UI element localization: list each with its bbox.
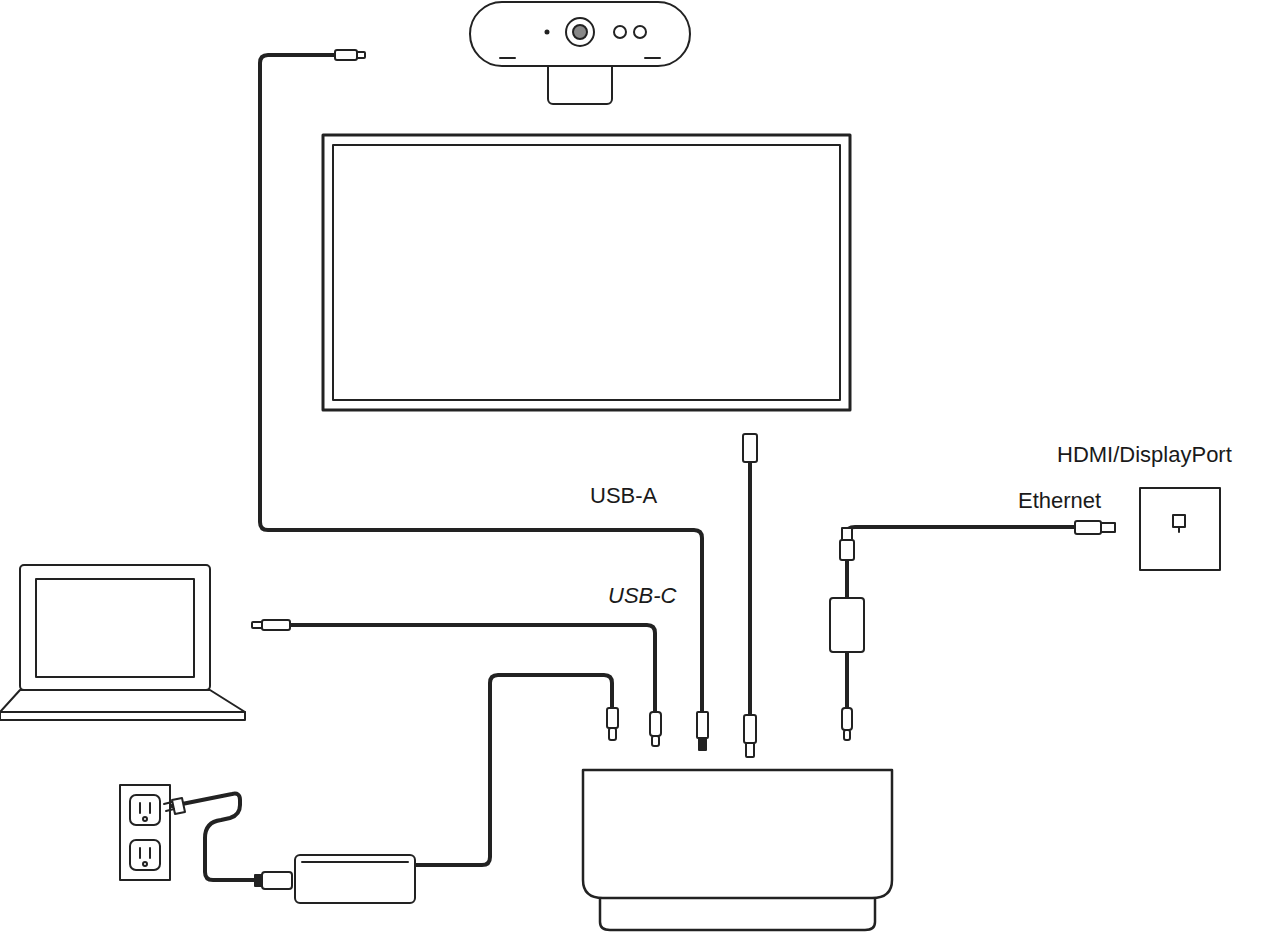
laptop (0, 565, 245, 720)
display-screen (323, 135, 850, 410)
port-label: HDMI/DisplayPort (1057, 443, 1232, 467)
power-outlet (120, 785, 170, 880)
plugs (164, 50, 1115, 903)
port-label: USB-A (590, 484, 657, 508)
hub-device (583, 770, 892, 930)
webcam (470, 2, 690, 104)
port-label: USB-C (608, 584, 676, 608)
cables (172, 55, 1075, 880)
ethernet-wall-jack (1140, 488, 1220, 570)
port-label: Ethernet (1018, 489, 1101, 513)
